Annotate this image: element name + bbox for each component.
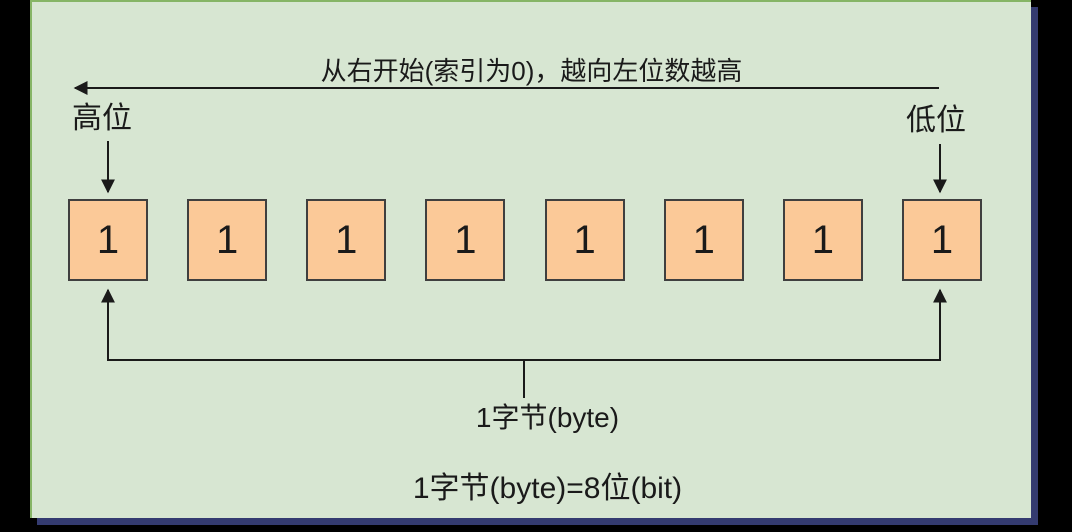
diagram-panel: 从右开始(索引为0)，越向左位数越高 高位 低位 1 1 1 1 1 1 (30, 0, 1031, 518)
bit-box: 1 (306, 199, 387, 281)
bit-value: 1 (216, 218, 239, 262)
byte-bit-equation: 1字节(byte)=8位(bit) (412, 472, 683, 505)
direction-arrow-caption: 从右开始(索引为0)，越向左位数越高 (320, 56, 743, 86)
diagram-layer: 从右开始(索引为0)，越向左位数越高 高位 低位 1 1 1 1 1 1 (32, 2, 1031, 518)
bit-value: 1 (930, 218, 954, 262)
bit-box: 1 (68, 199, 148, 281)
bit-box: 1 (187, 199, 268, 281)
high-bit-label: 高位 (72, 102, 132, 135)
bit-box: 1 (663, 199, 744, 281)
diagram-arrows (73, 81, 947, 398)
byte-bracket-label: 1字节(byte) (475, 402, 620, 433)
byte-span-bracket (101, 288, 947, 398)
bit-box: 1 (425, 199, 506, 281)
bit-value: 1 (96, 218, 120, 262)
bit-box: 1 (782, 199, 863, 281)
bit-box: 1 (901, 199, 982, 281)
bit-row: 1 1 1 1 1 1 1 1 (68, 199, 982, 281)
bit-value: 1 (573, 218, 596, 262)
bit-value: 1 (692, 218, 715, 262)
bit-value: 1 (811, 218, 834, 262)
bit-value: 1 (454, 218, 477, 262)
low-bit-label: 低位 (906, 104, 966, 137)
bit-value: 1 (335, 218, 358, 262)
bit-box: 1 (544, 199, 625, 281)
